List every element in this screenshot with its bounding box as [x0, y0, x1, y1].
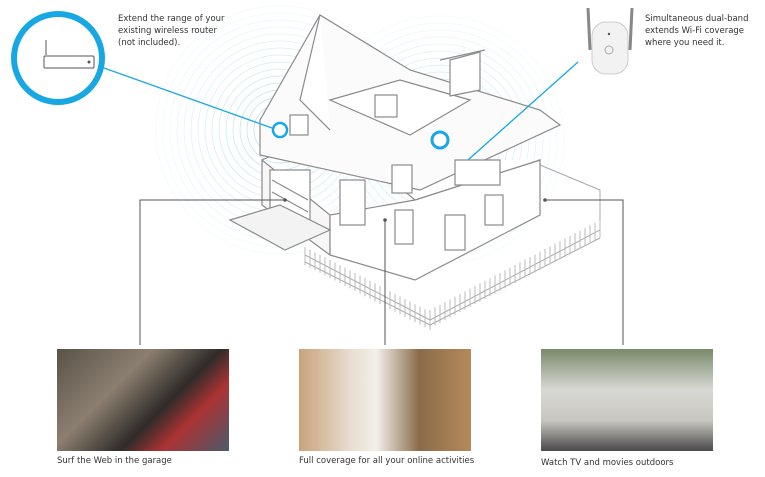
- extender-location-marker: [430, 130, 450, 150]
- router-text-line: existing wireless router: [118, 26, 218, 36]
- extender-callout-text: Simultaneous dual-band extends Wi-Fi cov…: [645, 13, 748, 49]
- router-location-marker: [271, 121, 289, 139]
- scene-caption: Full coverage for all your online activi…: [299, 456, 475, 466]
- extender-text-line: where you need it.: [645, 38, 725, 48]
- garage-photo: [57, 349, 229, 451]
- extender-text-line: extends Wi-Fi coverage: [645, 26, 745, 36]
- router-text-line: (not included).: [118, 38, 181, 48]
- extender-pointer-line: [467, 61, 579, 161]
- router-icon: [43, 40, 95, 69]
- outdoor-couch-photo: [541, 349, 713, 451]
- scene-caption: Surf the Web in the garage: [57, 456, 172, 466]
- router-pointer-line: [103, 67, 273, 129]
- router-text-line: Extend the range of your: [118, 14, 225, 24]
- extender-image: [586, 7, 634, 75]
- extender-text-line: Simultaneous dual-band: [645, 14, 749, 24]
- leader-lines: [139, 199, 624, 345]
- house: [228, 14, 562, 281]
- router-callout-text: Extend the range of your existing wirele…: [118, 13, 225, 49]
- living-room-photo: [299, 349, 471, 451]
- scene-caption: Watch TV and movies outdoors: [541, 458, 674, 468]
